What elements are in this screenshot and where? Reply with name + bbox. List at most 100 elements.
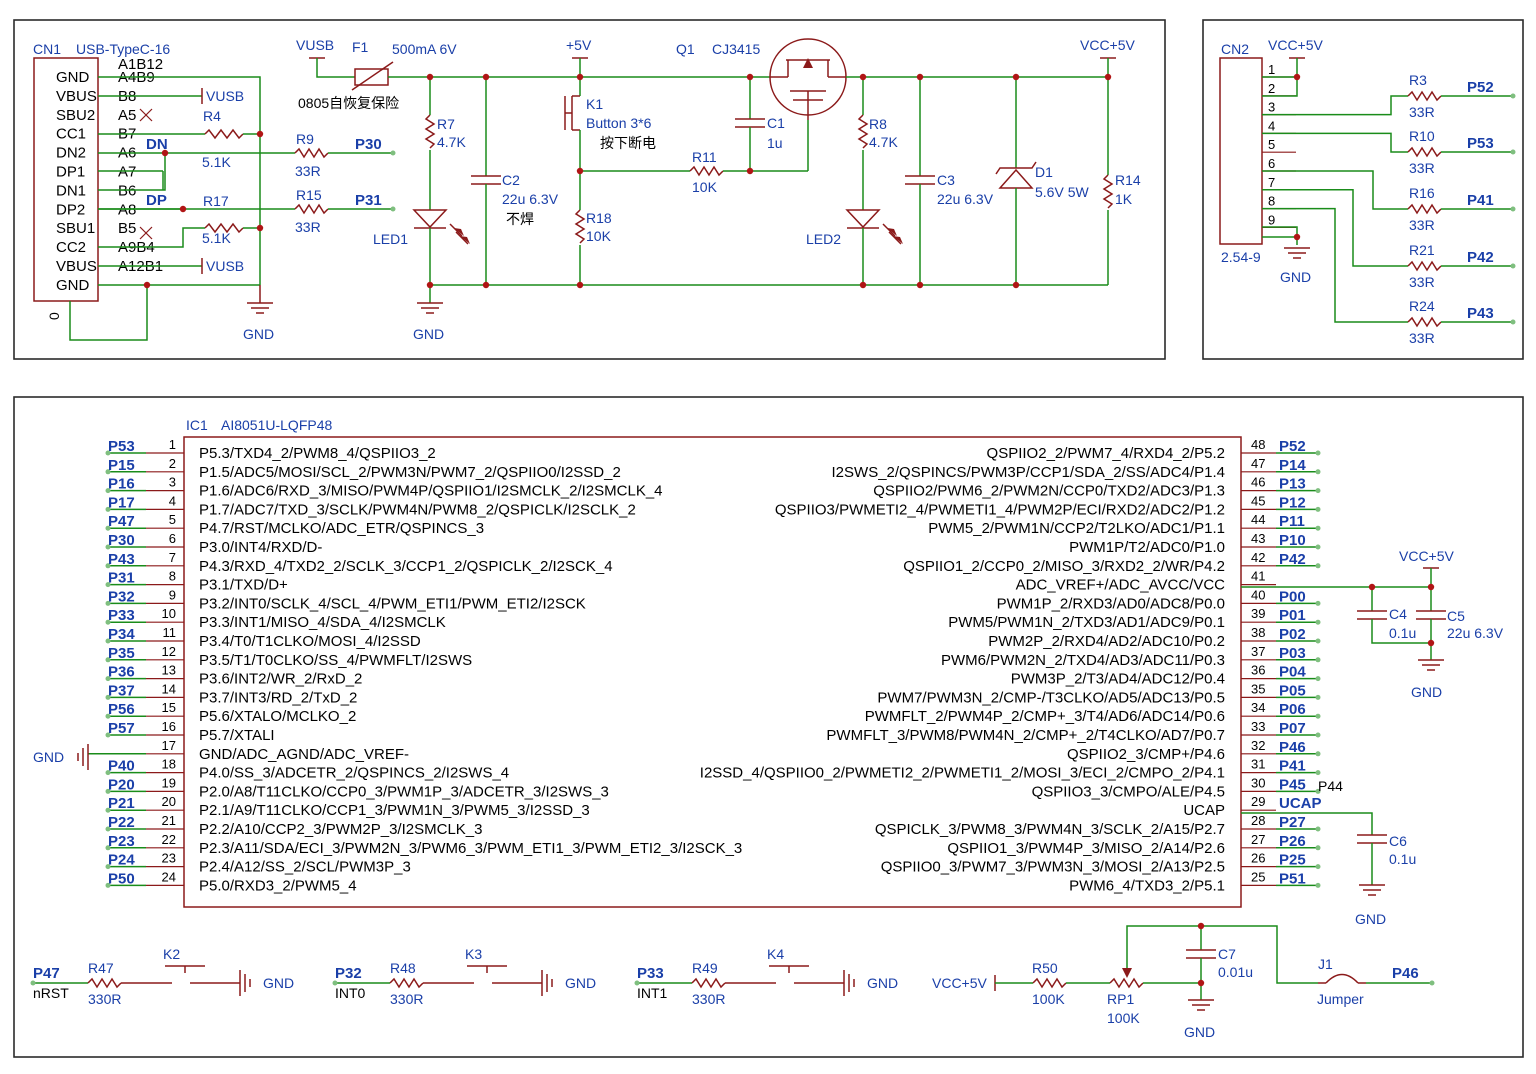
f1-ref: F1: [352, 39, 369, 55]
cn1-pin-name: CC2: [56, 239, 86, 256]
ic1-left-net: P53: [108, 438, 135, 455]
ic1-right-pin-number: 45: [1251, 493, 1265, 508]
cn2-res-value: 33R: [1409, 330, 1435, 346]
f1-value: 500mA 6V: [392, 41, 457, 57]
r17-ref: R17: [203, 193, 229, 209]
ic1-right-net: P07: [1279, 720, 1306, 737]
ic1-right-net: P00: [1279, 588, 1306, 605]
ic1-left-pin-name: P1.7/ADC7/TXD_3/SCLK/PWM4N/PWM8_2/QSPICL…: [199, 501, 636, 518]
ic1-left-pin-number: 19: [162, 775, 176, 790]
ic1-left-net: P17: [108, 494, 135, 511]
ic1-left-pin-number: 17: [162, 738, 176, 753]
c4-ref: C4: [1389, 606, 1407, 622]
ic1-left-pin-name: P3.7/INT3/RD_2/TxD_2: [199, 689, 357, 706]
ic1-right-pin-number: 31: [1251, 757, 1265, 772]
ic1-left-net: P43: [108, 551, 135, 568]
ic1-left-net: P56: [108, 701, 135, 718]
cn1-ref: CN1: [33, 41, 61, 57]
ic1-right-net: P42: [1279, 551, 1306, 568]
cn2-pin-number: 6: [1268, 156, 1275, 171]
ic1-left-pin-name: P3.0/INT4/RXD/D-: [199, 539, 322, 556]
c2-note: 不焊: [506, 211, 534, 227]
ic1-right-pin-number: 39: [1251, 606, 1265, 621]
pot-gnd-label: GND: [1184, 1024, 1215, 1040]
c7-value: 0.01u: [1218, 964, 1253, 980]
cn2-ref: CN2: [1221, 41, 1249, 57]
ic1-right-pin-name: PWM3P_2/T3/AD4/ADC12/P0.4: [1011, 671, 1225, 688]
cn1-pin-name: GND: [56, 277, 90, 294]
r11-ref: R11: [692, 149, 717, 165]
cn2-res-net: P52: [1467, 79, 1494, 96]
ic1-left-pin-name: P4.7/RST/MCLKO/ADC_ETR/QSPINCS_3: [199, 520, 484, 537]
ic1-right-net: P14: [1279, 457, 1306, 474]
vusb-top-label: VUSB: [296, 37, 334, 53]
ic1-right-pin-number: 38: [1251, 625, 1265, 640]
r14-value: 1K: [1115, 191, 1133, 207]
p5v-label: +5V: [566, 37, 592, 53]
r4-ref: R4: [203, 108, 221, 124]
c5-value: 22u 6.3V: [1447, 625, 1504, 641]
ic1-left-pin-number: 13: [162, 663, 176, 678]
gnd29-label: GND: [1355, 911, 1386, 927]
int1-button-k4: P33 INT1 R49 330R K4 GND: [634, 946, 898, 1007]
ic1-right-net: P45: [1279, 776, 1306, 793]
frame-header-cn2: [1202, 19, 1524, 360]
cn2-res-ref: R24: [1409, 298, 1435, 314]
ic1-right-net: P02: [1279, 626, 1306, 643]
cn2-pin-number: 5: [1268, 137, 1275, 152]
ic1-right-pin-name: I2SSD_4/QSPIIO0_2/PWMETI2_2/PWMETI1_2/MO…: [700, 765, 1225, 782]
ic1-left-net: P22: [108, 814, 135, 831]
ic1-left-pin-name: P3.5/T1/T0CLKO/SS_4/PWMFLT/I2SWS: [199, 652, 472, 669]
ic1-left-net: P50: [108, 870, 135, 887]
led1-label: LED1: [373, 231, 408, 247]
k2-alias: nRST: [33, 985, 69, 1001]
ic1-right-net: UCAP: [1279, 795, 1322, 812]
ic1-left-pin-name: P1.5/ADC5/MOSI/SCL_2/PWM3N/PWM7_2/QSPIIO…: [199, 464, 621, 481]
cn2-res-value: 33R: [1409, 217, 1435, 233]
ic1-right-pin-name: PWM5_2/PWM1N/CCP2/T2LKO/ADC1/P1.1: [928, 520, 1225, 537]
cn1-part: USB-TypeC-16: [76, 41, 170, 57]
gnd-label-usb: GND: [243, 326, 274, 342]
ic1-left-net: P20: [108, 776, 135, 793]
ic1-left-pin-number: 3: [169, 475, 176, 490]
ic1-right-pin-name: QSPIIO2_2/PWM7_4/RXD4_2/P5.2: [987, 445, 1225, 462]
c5-ref: C5: [1447, 608, 1465, 624]
pot-vcc-label: VCC+5V: [932, 975, 988, 991]
cn1-pin-name: VBUS: [56, 258, 97, 275]
r4-value: 5.1K: [202, 154, 231, 170]
ic1-left-pin-name: P4.3/RXD_4/TXD2_2/SCLK_3/CCP1_2/QSPICLK_…: [199, 558, 613, 575]
cn2-footprint: 2.54-9: [1221, 249, 1261, 265]
vusb-label-1: VUSB: [206, 88, 244, 104]
cn1-pin-name: DN2: [56, 145, 86, 162]
ic1-left-pin-name: P3.2/INT0/SCLK_4/SCL_4/PWM_ETI1/PWM_ETI2…: [199, 595, 586, 612]
cn2-res-value: 33R: [1409, 274, 1435, 290]
ic1-right-pin-number: 33: [1251, 719, 1265, 734]
cn2-res-ref: R16: [1409, 185, 1435, 201]
cn2-res-net: P53: [1467, 135, 1494, 152]
r47-ref: R47: [88, 960, 114, 976]
ic1-right-pin-name: PWM6_4/TXD3_2/P5.1: [1069, 877, 1225, 894]
ic1-right-net: P25: [1279, 852, 1306, 869]
ic1-right-pin-name: QSPIIO3_3/CMPO/ALE/P4.5: [1032, 783, 1225, 800]
ic1-right-pin-name: PWM1P_2/RXD3/AD0/ADC8/P0.0: [997, 595, 1225, 612]
ic1-left-net: P23: [108, 833, 135, 850]
ic1-right-net: P05: [1279, 682, 1306, 699]
r9-ref: R9: [296, 131, 314, 147]
ic1-left-pin-name: P3.4/T0/T1CLKO/MOSI_4/I2SSD: [199, 633, 421, 650]
cn2-pin-number: 9: [1268, 212, 1275, 227]
cn2-res-value: 33R: [1409, 104, 1435, 120]
r48-ref: R48: [390, 960, 416, 976]
r8-ref: R8: [869, 116, 887, 132]
c3-value: 22u 6.3V: [937, 191, 994, 207]
ic1-left-net: P31: [108, 570, 135, 587]
gnd-label-1: GND: [413, 326, 444, 342]
ic1-right-net: P52: [1279, 438, 1306, 455]
cn2-res-net: P41: [1467, 192, 1494, 209]
k4-alias: INT1: [637, 985, 668, 1001]
c3-ref: C3: [937, 172, 955, 188]
cn1-pad-label: A1B12: [118, 56, 163, 73]
ic1-left-pin-name: P3.1/TXD/D+: [199, 577, 288, 594]
ic1-right-pin-number: 29: [1251, 794, 1265, 809]
